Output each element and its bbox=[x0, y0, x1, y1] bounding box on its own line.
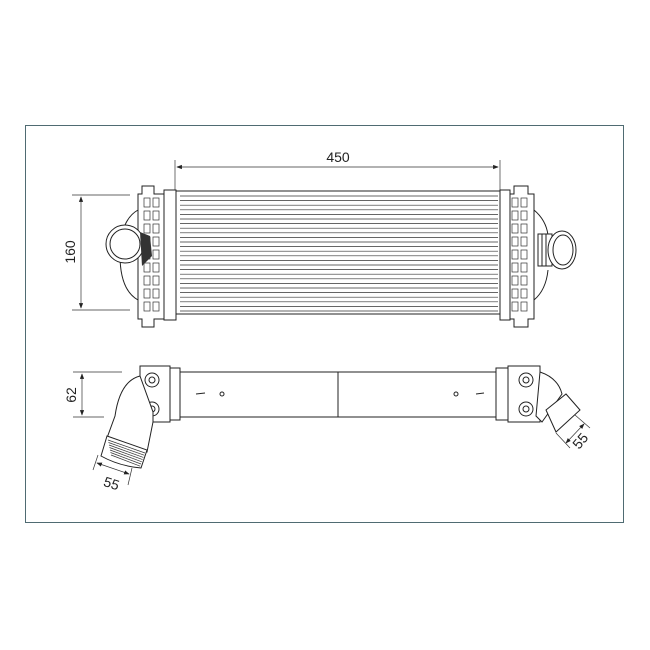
inlet-elbow bbox=[106, 375, 154, 453]
core-side-right bbox=[337, 371, 497, 418]
dim-height-label: 160 bbox=[62, 240, 78, 264]
inlet-clamp bbox=[140, 232, 152, 266]
right-tank-flange bbox=[499, 189, 511, 321]
drawing-frame bbox=[25, 125, 624, 523]
left-tank-flange bbox=[163, 189, 177, 321]
right-tank-ribs bbox=[511, 197, 528, 312]
outlet-pipe-inner bbox=[552, 234, 574, 266]
inlet-pipe-inner bbox=[109, 228, 141, 260]
dim-line-inlet bbox=[96, 462, 130, 475]
dim-depth-label: 62 bbox=[63, 387, 79, 403]
dim-inlet-label: 55 bbox=[102, 473, 122, 493]
side-view: 62 55 55 bbox=[63, 365, 591, 493]
outlet-thread bbox=[545, 393, 581, 433]
right-tank-dome bbox=[533, 209, 549, 301]
dim-outlet-label: 55 bbox=[569, 430, 591, 452]
radiator-core bbox=[175, 190, 501, 315]
outlet-pipe bbox=[547, 230, 577, 270]
dim-line-outlet bbox=[565, 423, 585, 444]
dim-length-label: 450 bbox=[326, 149, 350, 165]
top-view: 450 160 bbox=[62, 149, 577, 328]
outlet-elbow bbox=[535, 371, 563, 423]
inlet-pipe bbox=[105, 224, 145, 264]
core-side-left bbox=[179, 371, 339, 418]
cooling-fins bbox=[180, 195, 498, 312]
